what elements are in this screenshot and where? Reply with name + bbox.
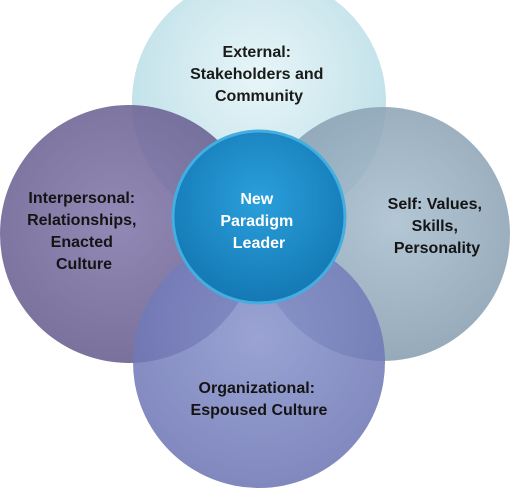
label-organizational: Organizational: Espoused Culture: [191, 380, 328, 419]
label-center: New Paradigm Leader: [220, 191, 297, 252]
label-interpersonal-line: Relationships,: [27, 212, 136, 229]
circle-center: [171, 129, 347, 305]
label-center-line: New: [240, 191, 273, 208]
label-self-line: Personality: [394, 240, 480, 257]
label-self-line: Self: Values,: [388, 196, 482, 213]
label-interpersonal: Interpersonal: Relationships, Enacted Cu…: [27, 190, 141, 273]
circle-organizational-shape: [133, 236, 385, 488]
label-center-line: Paradigm: [220, 213, 293, 230]
circle-organizational: [133, 236, 385, 488]
label-external: External: Stakeholders and Community: [190, 44, 328, 105]
label-organizational-line: Espoused Culture: [191, 402, 328, 419]
label-interpersonal-line: Interpersonal:: [28, 190, 135, 207]
label-external-line: External:: [223, 44, 291, 61]
label-interpersonal-line: Enacted: [51, 234, 113, 251]
label-interpersonal-line: Culture: [56, 256, 112, 273]
label-organizational-line: Organizational:: [199, 380, 315, 397]
label-self: Self: Values, Skills, Personality: [388, 196, 487, 257]
label-self-line: Skills,: [412, 218, 458, 235]
label-external-line: Stakeholders and: [190, 66, 323, 83]
circle-center-shape: [171, 129, 347, 305]
label-external-line: Community: [215, 88, 303, 105]
label-center-line: Leader: [233, 235, 285, 252]
